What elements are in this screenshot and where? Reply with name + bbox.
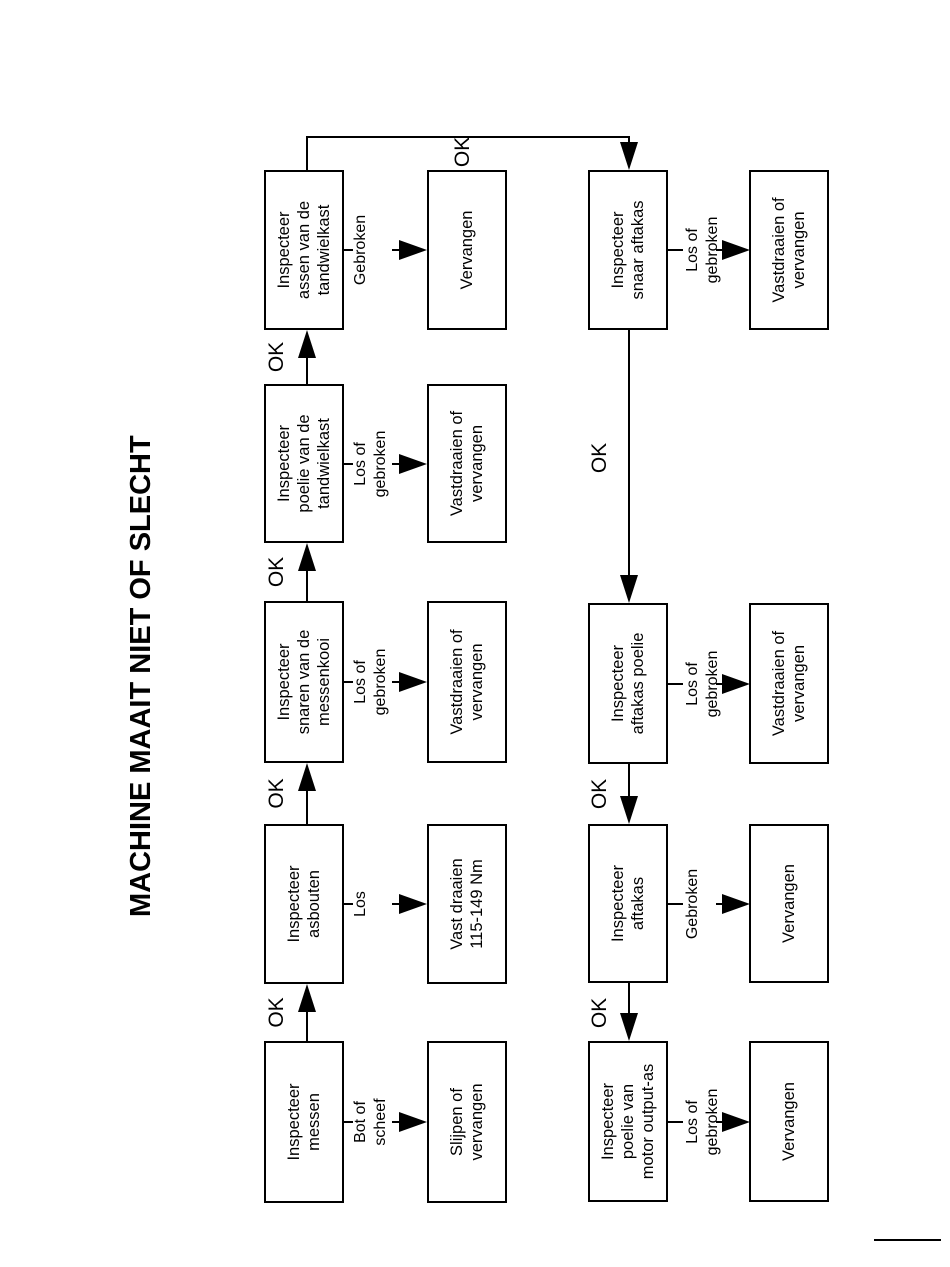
flow-line-asbouten-snaren <box>306 790 308 824</box>
inspect-box-poelie-motor-output-as: Inspecteer poelie van motor output-as <box>588 1041 668 1202</box>
arrowhead-fail-poelie-motor <box>722 1112 750 1132</box>
page-title: MACHINE MAAIT NIET OF SLECHT <box>125 435 157 917</box>
arrowhead-fail-snaar-aftakas <box>722 240 750 260</box>
fail-label-aftakas: Gebroken <box>684 868 701 940</box>
remedy-box-poelie-motor: Vervangen <box>749 1041 829 1202</box>
ok-label-wrap: OK <box>451 136 474 168</box>
remedy-box-aftakas-poelie: Vastdraaien of vervangen <box>749 603 829 764</box>
fail-label-asbouten: Los <box>352 891 369 917</box>
fail-label-assen: Gebroken <box>352 214 369 286</box>
remedy-box-snaren: Vastdraaien of vervangen <box>427 601 507 763</box>
ok-label-snaar-aftakaspoelie: OK <box>588 442 611 474</box>
flow-line-snaar-aftakaspoelie <box>628 330 630 577</box>
inspect-box-asbouten: Inspecteer asbouten <box>264 824 344 984</box>
ok-label-asbouten-snaren: OK <box>265 778 288 809</box>
fail-stub-aftakaspoelie-a <box>668 683 683 685</box>
flow-line-aftakaspoelie-aftakas <box>628 764 630 798</box>
remedy-box-snaar-aftakas: Vastdraaien of vervangen <box>749 170 829 330</box>
arrowhead-snaar-aftakaspoelie <box>620 575 638 603</box>
fail-label-snaren: Los of gebroken <box>352 648 389 716</box>
arrowhead-fail-assen <box>399 240 427 260</box>
ok-label-snaren-poelie: OK <box>265 556 288 588</box>
remedy-box-slijpen: Slijpen of vervangen <box>427 1041 507 1203</box>
arrowhead-aftakas-poeliemotor <box>620 1013 638 1041</box>
arrowhead-snaren-poelie <box>298 543 316 571</box>
arrowhead-fail-poelie <box>399 454 427 474</box>
ok-label-poelie-assen: OK <box>265 341 288 373</box>
ok-label-aftakaspoelie-aftakas: OK <box>588 778 611 810</box>
inspect-box-aftakas-poelie: Inspecteer aftakas poelie <box>588 603 668 764</box>
ok-label-aftakas-poeliemotor: OK <box>588 997 611 1029</box>
arrowhead-fail-messen <box>399 1112 427 1132</box>
fail-stub-aftakas-a <box>668 903 683 905</box>
arrowhead-wrap-snaar-aftakas <box>620 142 638 170</box>
arrowhead-aftakaspoelie-aftakas <box>620 796 638 824</box>
ok-label-messen-asbouten: OK <box>265 997 288 1028</box>
flow-line-aftakas-poeliemotor <box>628 983 630 1015</box>
fail-stub-poeliemotor-a <box>668 1121 683 1123</box>
inspect-box-snaar-aftakas: Inspecteer snaar aftakas <box>588 170 668 330</box>
arrowhead-poelie-assen <box>298 330 316 358</box>
arrowhead-messen-asbouten <box>298 984 316 1012</box>
remedy-box-assen-tdk: Vervangen <box>427 170 507 330</box>
arrowhead-fail-aftakas-poelie <box>722 674 750 694</box>
footer-rule <box>874 1239 941 1241</box>
arrowhead-fail-aftakas <box>722 894 750 914</box>
flow-line-snaren-poelie <box>306 570 308 601</box>
fail-label-poelie: Los of gebroken <box>352 430 389 498</box>
arrowhead-fail-asbouten <box>399 894 427 914</box>
remedy-box-aftakas: Vervangen <box>749 824 829 983</box>
remedy-box-vastdraaien-nm: Vast draaien 115-149 Nm <box>427 824 507 984</box>
flow-line-messen-asbouten <box>306 1011 308 1041</box>
arrowhead-fail-snaren <box>399 672 427 692</box>
inspect-box-aftakas: Inspecteer aftakas <box>588 824 668 983</box>
inspect-box-assen-tandwielkast: Inspecteer assen van de tandwielkast <box>264 170 344 330</box>
wrap-line-top <box>306 136 308 172</box>
flow-line-poelie-assen <box>306 357 308 384</box>
fail-label-messen: Bot of scheef <box>352 1098 389 1146</box>
inspect-box-snaren-messenkooi: Inspecteer snaren van de messenkooi <box>264 601 344 763</box>
remedy-box-poelie-tdk: Vastdraaien of vervangen <box>427 384 507 543</box>
inspect-box-messen: Inspecteer messen <box>264 1041 344 1203</box>
arrowhead-asbouten-snaren <box>298 763 316 791</box>
fail-stub-snaaraftakas-a <box>668 249 683 251</box>
inspect-box-poelie-tandwielkast: Inspecteer poelie van de tandwielkast <box>264 384 344 543</box>
